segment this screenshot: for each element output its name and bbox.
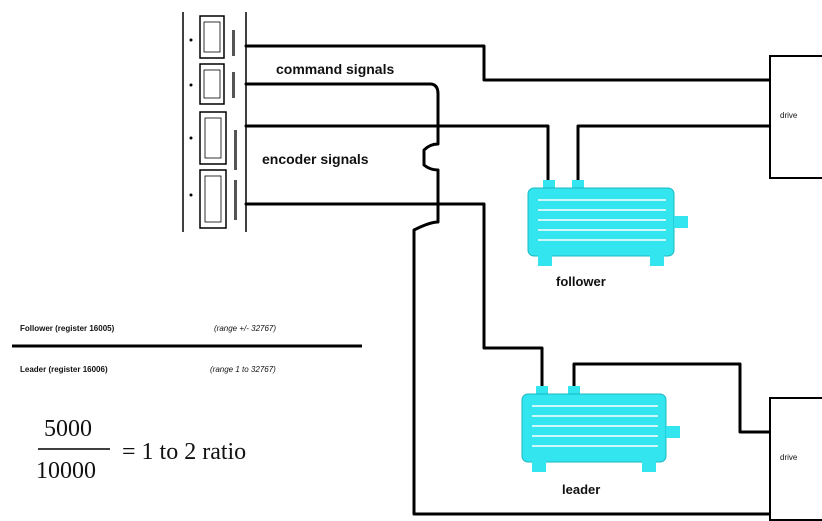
leader-motor: leader — [521, 386, 680, 497]
follower-motor: follower — [527, 180, 688, 289]
connector-3 — [199, 111, 227, 165]
drive-bottom: drive — [769, 397, 822, 521]
wire-leader-drive — [572, 362, 772, 434]
command-signals-label: command signals — [276, 61, 394, 77]
numerator-name: Follower (register 16005) — [20, 324, 115, 333]
ratio-definition: Follower (register 16005) (range +/- 327… — [12, 324, 362, 374]
wires — [244, 44, 772, 516]
wire-encoder-leader — [244, 202, 544, 392]
wire-command-leader — [244, 82, 772, 516]
example-numerator: 5000 — [44, 416, 92, 442]
example-denominator: 10000 — [36, 458, 96, 484]
controller-module — [182, 12, 247, 232]
drive-top: drive — [769, 55, 822, 179]
connector-2 — [199, 63, 225, 105]
wire-encoder-follower — [244, 124, 550, 188]
wire-command-follower — [244, 44, 772, 82]
ratio-example: 5000 10000 = 1 to 2 ratio — [36, 416, 246, 484]
drive-bottom-label: drive — [780, 453, 798, 462]
follower-label: follower — [556, 274, 606, 289]
encoder-signals-label: encoder signals — [262, 151, 369, 167]
connector-1 — [199, 15, 225, 59]
connector-4 — [199, 169, 227, 229]
denominator-name: Leader (register 16006) — [20, 365, 108, 374]
drive-top-label: drive — [780, 111, 798, 120]
numerator-range: (range +/- 32767) — [214, 324, 276, 333]
denominator-range: (range 1 to 32767) — [210, 365, 276, 374]
wire-follower-drive — [576, 124, 772, 188]
example-result: = 1 to 2 ratio — [122, 439, 246, 465]
leader-label: leader — [562, 482, 600, 497]
